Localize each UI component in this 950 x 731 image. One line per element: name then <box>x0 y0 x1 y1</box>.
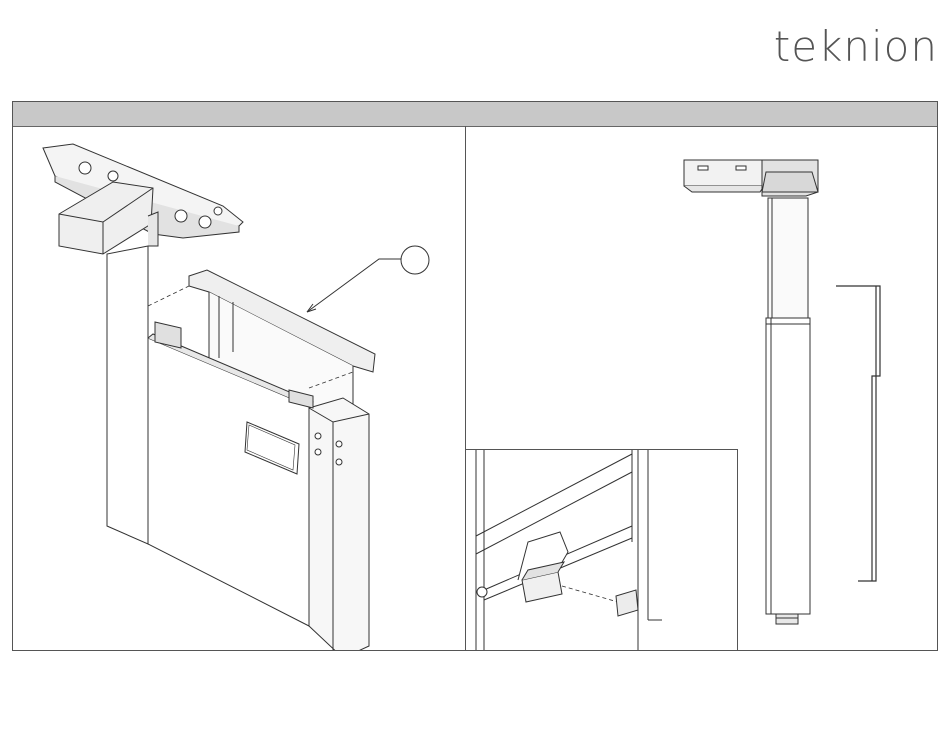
lower-tube <box>766 318 810 614</box>
control-box <box>59 182 153 254</box>
upper-tube <box>768 198 808 318</box>
callout-leader <box>307 259 401 312</box>
detail-bracket-drawing <box>466 450 737 650</box>
upper-column <box>107 246 148 544</box>
callout-balloon <box>401 246 429 274</box>
assembly-isometric-panel <box>13 126 466 650</box>
drawing-frame <box>12 101 938 651</box>
mount-transition <box>762 172 818 192</box>
detail-inset <box>466 449 738 650</box>
brand-logo: teknion <box>774 26 938 68</box>
side-bracket-profile <box>836 286 880 581</box>
leg-column-panel <box>466 126 937 650</box>
header-band <box>13 102 937 127</box>
top-mount-housing <box>684 160 764 186</box>
assembly-isometric-drawing <box>13 126 465 650</box>
leveler-foot <box>776 614 798 624</box>
